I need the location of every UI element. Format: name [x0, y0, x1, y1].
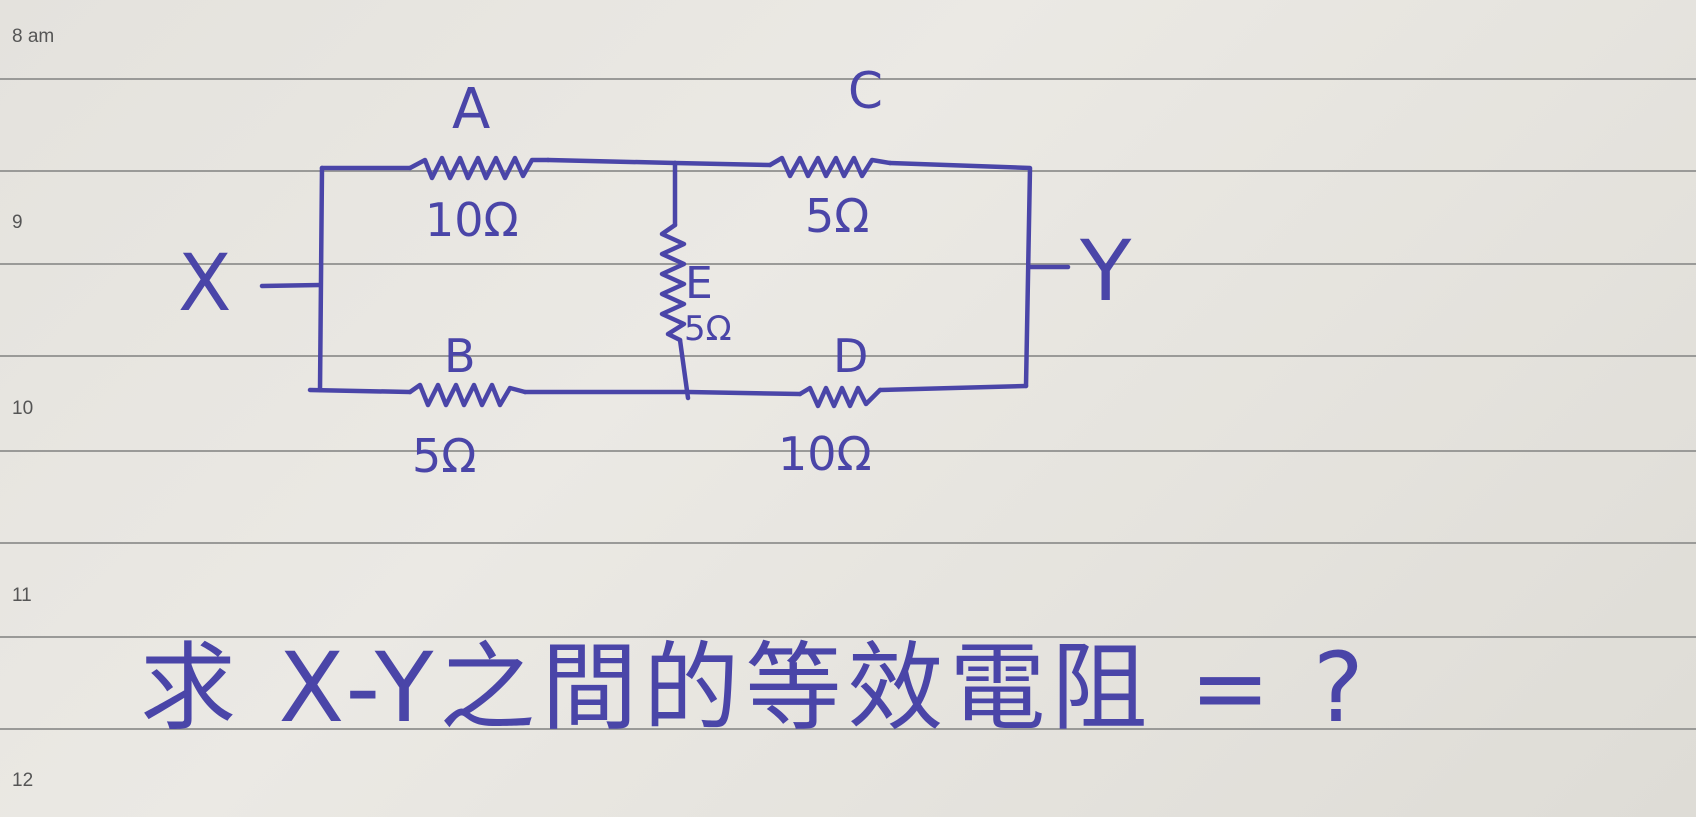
resistor-d-name: D: [833, 329, 868, 383]
time-label-8am: 8 am: [12, 26, 55, 47]
resistor-c-name: C: [848, 62, 883, 120]
resistor-e-value: 5Ω: [684, 309, 732, 349]
question-text: 求 X-Y之間的等效電阻 = ?: [140, 632, 1370, 744]
resistor-c: [767, 155, 893, 179]
ruled-line: [0, 636, 1696, 638]
resistor-b-value: 5Ω: [412, 429, 476, 483]
time-label-11: 11: [12, 585, 32, 606]
resistor-d-value: 10Ω: [778, 427, 872, 481]
time-label-10: 10: [12, 398, 34, 419]
resistor-a-value: 10Ω: [425, 193, 519, 247]
resistor-e-name: E: [685, 258, 713, 309]
ruled-line: [0, 355, 1696, 357]
resistor-a-name: A: [452, 77, 490, 142]
ruled-line: [0, 263, 1696, 265]
time-label-9: 9: [12, 212, 23, 233]
resistor-e: [659, 222, 687, 343]
resistor-d: [797, 385, 883, 409]
ruled-line: [0, 542, 1696, 544]
resistor-c-value: 5Ω: [805, 189, 869, 243]
terminal-x-label: X: [178, 239, 231, 329]
resistor-b: [407, 382, 528, 408]
time-label-12: 12: [12, 770, 34, 791]
ruled-line: [0, 728, 1696, 730]
resistor-a: [407, 155, 551, 181]
resistor-b-name: B: [444, 329, 476, 383]
ruled-line: [0, 78, 1696, 80]
ruled-line: [0, 450, 1696, 452]
terminal-y-label: Y: [1079, 222, 1132, 320]
circuit-wires: [259, 157, 1071, 401]
